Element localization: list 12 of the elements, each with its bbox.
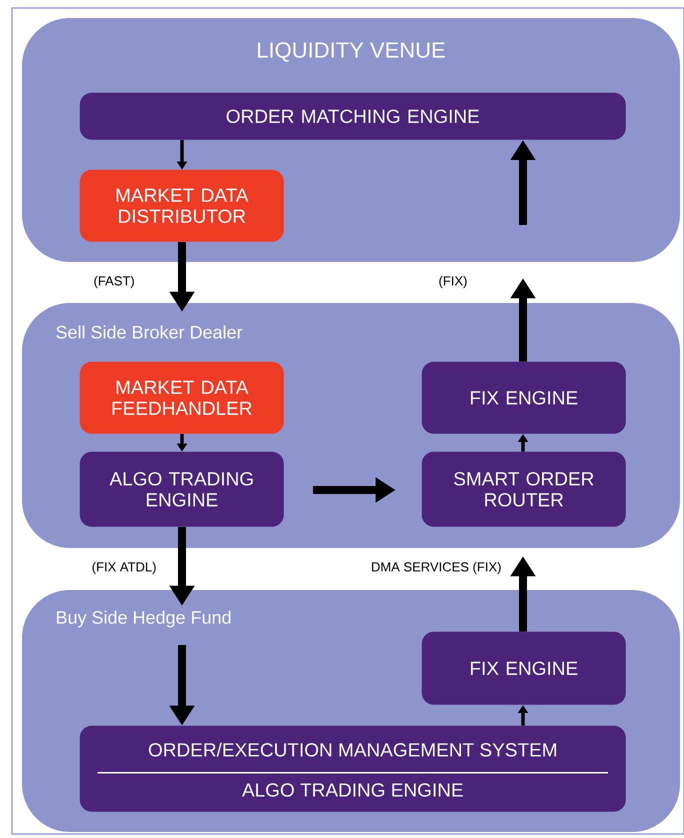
component-box: ORDER MATCHING ENGINE bbox=[80, 92, 626, 140]
edge-label: DMA SERVICES (FIX) bbox=[372, 562, 501, 574]
edge-label: (FIX ATDL) bbox=[92, 562, 156, 574]
component-box: ALGO TRADING ENGINE bbox=[80, 452, 284, 527]
component-box: MARKET DATA FEEDHANDLER bbox=[80, 362, 284, 434]
component-box: FIX ENGINE bbox=[422, 362, 626, 434]
component-box: ORDER/EXECUTION MANAGEMENT SYSTEM ALGO TRADING ENGINE bbox=[80, 726, 626, 812]
edge-label: (FIX) bbox=[439, 276, 467, 288]
component-box: SMART ORDER ROUTER bbox=[422, 452, 626, 527]
component-box: FIX ENGINE bbox=[422, 632, 626, 705]
component-box: MARKET DATA DISTRIBUTOR bbox=[80, 170, 284, 242]
edge-label: (FAST) bbox=[94, 276, 134, 288]
